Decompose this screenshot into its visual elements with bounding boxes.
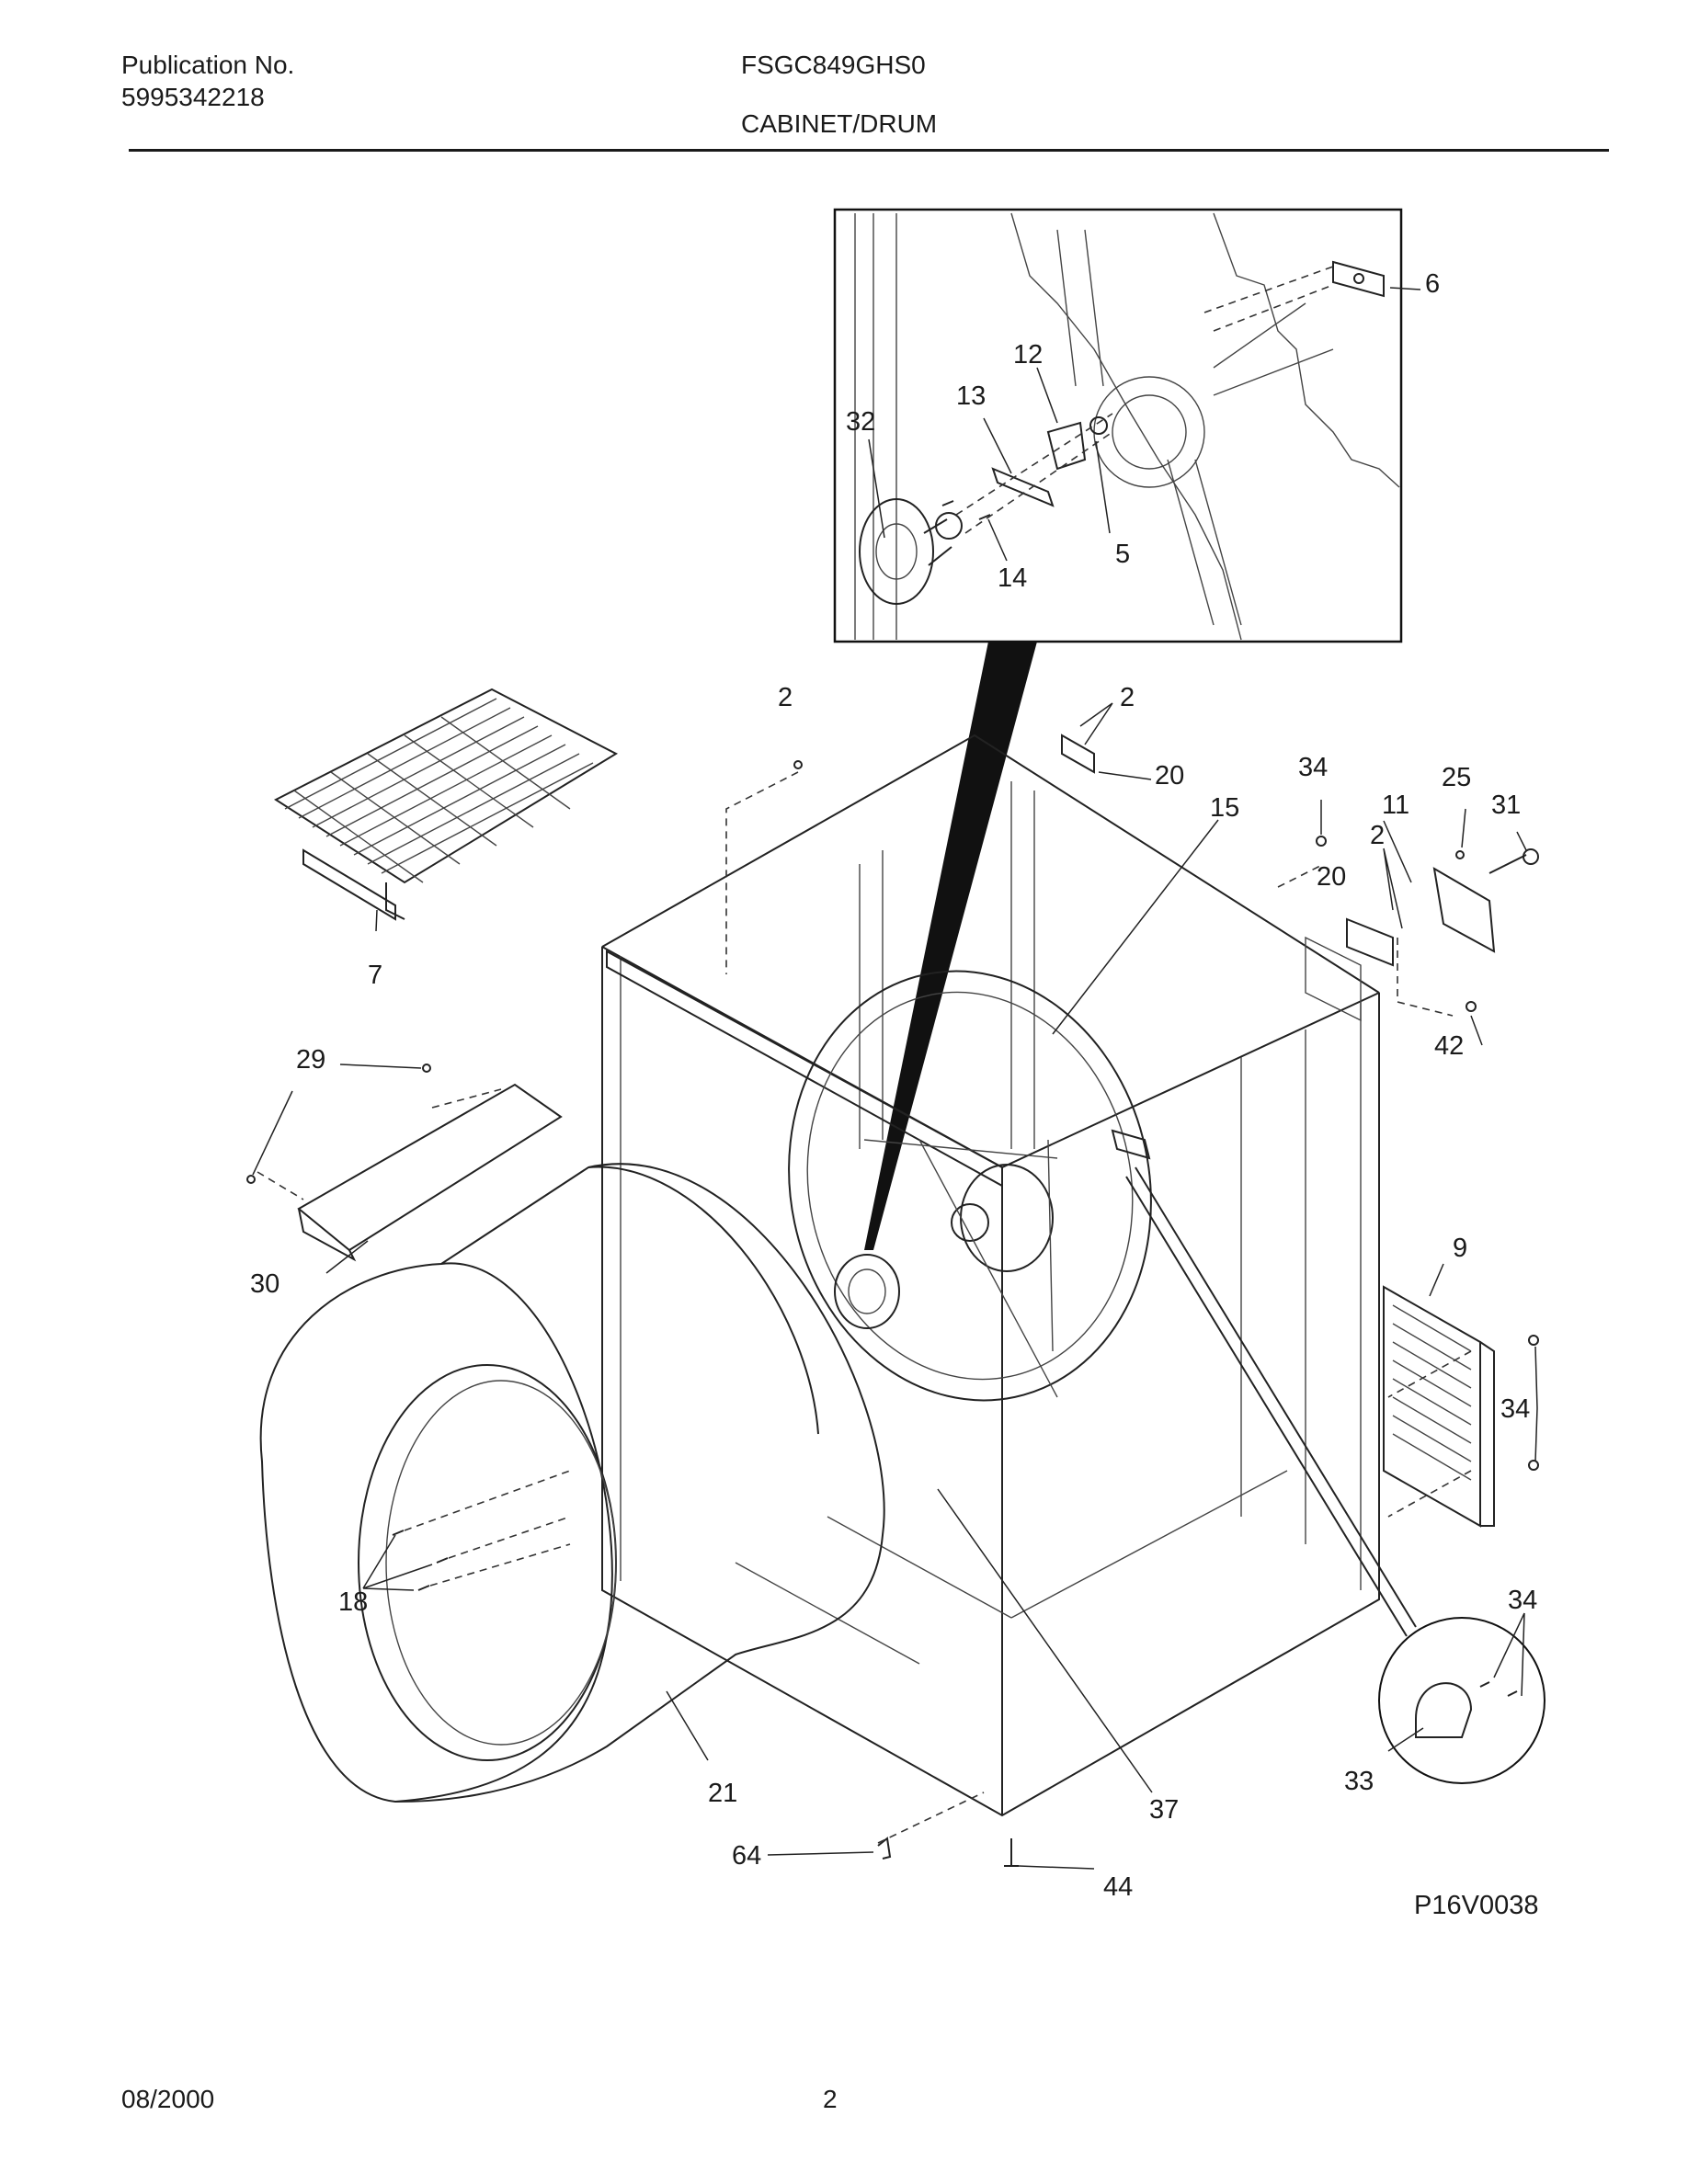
part-label-25: 25 [1442, 763, 1471, 792]
section-title: CABINET/DRUM [741, 109, 938, 138]
part-label-31: 31 [1491, 791, 1521, 820]
part-label-64: 64 [732, 1841, 761, 1871]
cabinet [601, 734, 1380, 1817]
part-label-20-b: 20 [1317, 862, 1346, 892]
part-label-34-c: 34 [1508, 1586, 1537, 1615]
drum [259, 1163, 885, 1803]
footer-date: 08/2000 [121, 2085, 215, 2113]
publication-label: Publication No. [121, 51, 295, 79]
part-label-14: 14 [998, 563, 1027, 593]
part-label-37: 37 [1149, 1795, 1179, 1825]
part-label-30: 30 [250, 1269, 279, 1299]
drying-rack [273, 688, 619, 921]
part-label-34-b: 34 [1500, 1394, 1530, 1424]
part-label-42: 42 [1434, 1031, 1464, 1061]
header-rule [129, 149, 1609, 152]
part-label-6: 6 [1425, 269, 1440, 299]
toe-panel [257, 1083, 563, 1262]
part-label-11: 11 [1382, 791, 1409, 820]
part-label-33: 33 [1344, 1767, 1374, 1796]
publication-number: 5995342218 [121, 83, 265, 111]
inset-detail [833, 208, 1403, 643]
part-label-12: 12 [1013, 340, 1043, 370]
drawing-code: P16V0038 [1414, 1891, 1538, 1920]
footer-page-number: 2 [823, 2085, 838, 2113]
top-right-parts [1061, 734, 1539, 1017]
part-label-2-a: 2 [778, 683, 793, 712]
part-label-18: 18 [338, 1587, 368, 1617]
part-label-13: 13 [956, 381, 986, 411]
part-label-2-c: 2 [1370, 821, 1385, 850]
part-label-29: 29 [296, 1045, 325, 1075]
part-labels: 6 12 13 32 5 14 2 2 20 34 25 31 11 15 2 … [250, 269, 1538, 1920]
part-label-32: 32 [846, 407, 875, 437]
bulkhead [788, 970, 1152, 1402]
rear-panel [1383, 1285, 1495, 1528]
part-label-2-b: 2 [1120, 683, 1135, 712]
part-label-20-a: 20 [1155, 761, 1184, 791]
part-label-7: 7 [368, 961, 382, 990]
part-label-15: 15 [1210, 793, 1239, 823]
part-label-5: 5 [1115, 540, 1130, 569]
detail-circle [1125, 1166, 1545, 1784]
part-label-44: 44 [1103, 1872, 1133, 1902]
model-number: FSGC849GHS0 [741, 51, 926, 79]
part-label-34-a: 34 [1298, 753, 1328, 782]
part-label-21: 21 [708, 1779, 737, 1808]
leader-lines [252, 287, 1538, 1870]
part-label-9: 9 [1453, 1234, 1467, 1263]
hardware [246, 760, 1539, 1867]
inset-pointer [864, 642, 1037, 1250]
